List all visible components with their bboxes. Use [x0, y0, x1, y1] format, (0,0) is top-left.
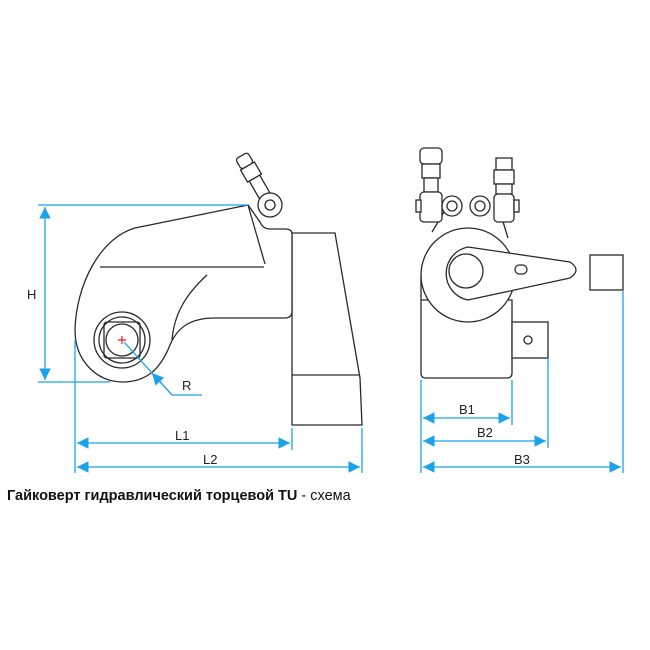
caption-title: Гайковерт гидравлический торцевой TU — [7, 488, 298, 504]
caption-suffix: - схема — [297, 488, 351, 504]
dimension-lines-front — [420, 291, 624, 473]
square-drive — [511, 321, 549, 359]
lever-pivot — [448, 253, 484, 289]
dimension-label-h: H — [27, 287, 36, 302]
dimension-label-b2: B2 — [477, 425, 493, 440]
square-drive-hole — [523, 335, 533, 345]
dimension-label-r: R — [182, 378, 191, 393]
side-view: H R L1 L2 — [27, 152, 363, 473]
head-contour-curve — [171, 274, 208, 341]
cylinder-body — [291, 232, 363, 426]
front-view: B1 B2 B3 — [415, 147, 624, 473]
lever-slot — [514, 264, 528, 275]
hose-fittings-top — [415, 147, 520, 223]
hose-fitting — [235, 152, 283, 218]
dimension-lines-side — [38, 204, 363, 473]
dimension-label-b3: B3 — [514, 452, 530, 467]
head-edge-line — [247, 204, 266, 265]
socket-drive — [93, 311, 151, 369]
figure-caption: Гайковерт гидравлический торцевой TU - с… — [7, 488, 351, 504]
reaction-block — [589, 254, 624, 291]
dimension-label-l1: L1 — [175, 428, 189, 443]
dimension-label-b1: B1 — [459, 402, 475, 417]
center-mark — [118, 336, 126, 344]
wrench-head — [74, 204, 293, 383]
dimension-label-l2: L2 — [203, 452, 217, 467]
